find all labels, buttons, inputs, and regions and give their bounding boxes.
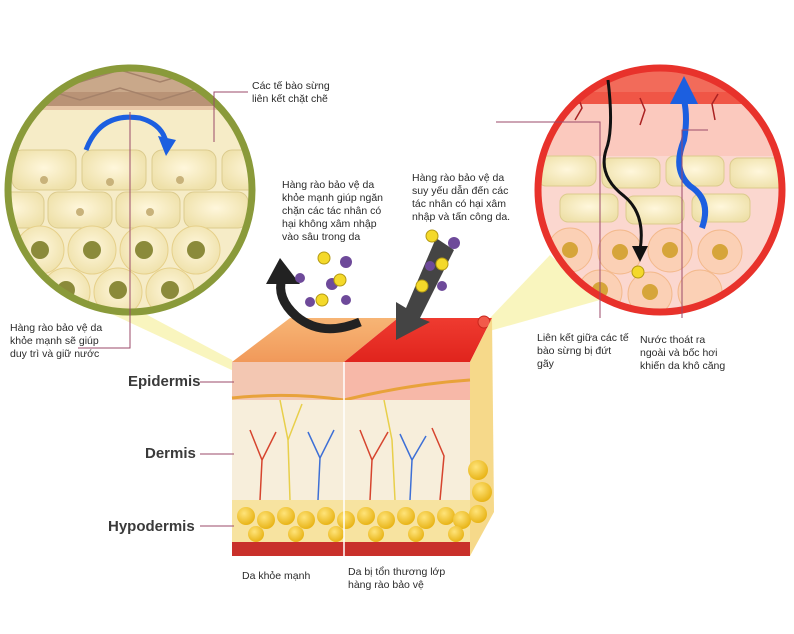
water-arrow-icon [676,99,708,230]
bacteria-icon [631,265,645,279]
label-water-loss: Nước thoát ra ngoài và bốc hơi khiến da … [640,334,726,372]
deflect-arrow [266,258,362,334]
caption-healthy-skin: Da khỏe mạnh [242,570,311,582]
label-dermis: Dermis [145,445,196,462]
label-tight-junction: Các tế bào sừng liên kết chặt chẽ [252,80,330,105]
damaged-zoom-circle [534,64,786,316]
label-weak-attack: Hàng rào bảo vệ da suy yếu dẫn đến các t… [412,172,511,223]
caption-damaged-skin: Da bị tổn thương lớp hàng rào bảo vệ [348,566,446,591]
skin-block [231,315,494,556]
label-healthy-retain: Hàng rào bảo vệ da khỏe mạnh sẽ giúp duy… [10,322,103,360]
curved-arrow-icon [83,114,169,151]
label-hypodermis: Hypodermis [108,518,195,535]
label-epidermis: Epidermis [128,373,201,390]
label-healthy-block: Hàng rào bảo vệ da khỏe mạnh giúp ngăn c… [282,179,383,243]
healthy-zoom-circle [4,64,256,316]
label-broken-junction: Liên kết giữa các tế bào sừng bị đứt gãy [537,332,629,370]
particle-icon [295,237,460,307]
